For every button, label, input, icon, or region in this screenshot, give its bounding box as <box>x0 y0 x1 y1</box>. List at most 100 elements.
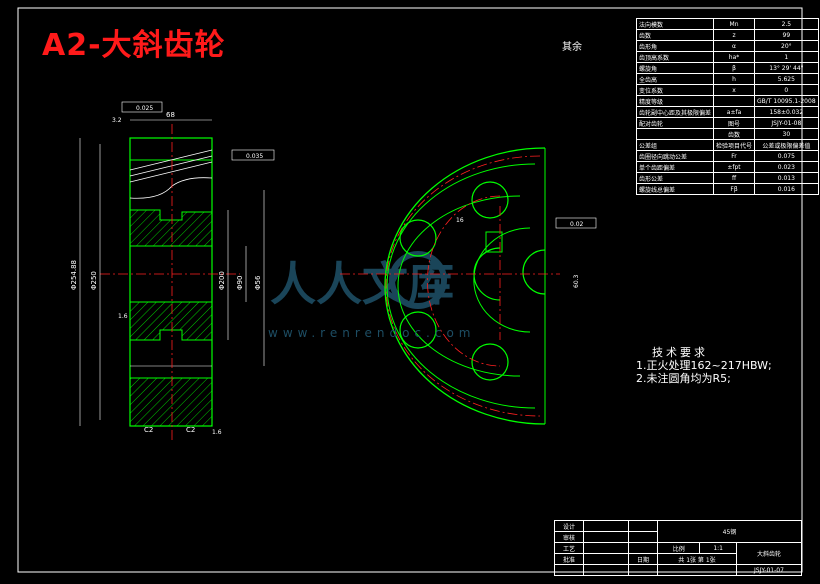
param-symbol: β <box>713 62 756 74</box>
roughness-bottom: 1.6 <box>212 429 222 436</box>
rest-roughness-label: 其余 <box>562 42 582 53</box>
param-value: JSJY-01-08 <box>754 117 819 129</box>
param-symbol: z <box>713 29 756 41</box>
tb-scale-label: 比例 <box>656 542 701 554</box>
param-symbol: Fr <box>713 150 756 162</box>
hole-5 <box>522 249 546 295</box>
param-value: 0.016 <box>754 183 819 195</box>
tolerance-frame-3 <box>555 217 597 229</box>
param-symbol: x <box>713 84 756 96</box>
param-symbol: ±fpt <box>713 161 756 173</box>
tb-sheet: 共 1张 第 1张 <box>657 553 737 565</box>
param-name: 齿顶高系数 <box>635 51 715 63</box>
param-row: 公差组检验项目代号公差或极限偏差值 <box>635 139 819 151</box>
tb-check: 审核 <box>554 531 584 543</box>
web-circle <box>397 195 521 377</box>
watermark-circle <box>389 251 447 309</box>
param-value: 0.075 <box>754 150 819 162</box>
tolerance-frame-1 <box>121 101 163 113</box>
hole-1 <box>399 219 437 257</box>
chamfer-2: C2 <box>186 426 195 434</box>
dim-pitch: Φ250 <box>90 271 98 290</box>
param-symbol <box>713 95 756 107</box>
dim-face-width: 68 <box>166 111 175 119</box>
dim-od: Φ254.88 <box>70 260 78 290</box>
tb-material: 45钢 <box>657 520 802 543</box>
bottom-rim <box>129 377 213 427</box>
param-value: 公差或极限偏差值 <box>754 139 819 151</box>
param-value: 0 <box>754 84 819 96</box>
keyway <box>485 231 503 253</box>
param-value: GB/T 10095.1-2008 <box>754 95 819 107</box>
param-symbol: α <box>713 40 756 52</box>
dim-hub: Φ90 <box>236 276 244 290</box>
tb-drawing-no: JSJY-01-07 <box>735 564 803 576</box>
param-name: 单个齿距偏差 <box>635 161 715 173</box>
param-name: 公差组 <box>635 139 715 151</box>
hub-circle <box>473 227 531 333</box>
param-value: 0.023 <box>754 161 819 173</box>
tolerance-frame-2 <box>231 149 275 161</box>
param-name: 齿轮副中心距及其极限偏差 <box>635 106 715 118</box>
roughness-left: 1.6 <box>118 313 128 320</box>
param-name: 法向模数 <box>635 18 715 30</box>
param-symbol: Mn <box>713 18 756 30</box>
param-value: 13° 29' 44" <box>754 62 819 74</box>
web-section-top <box>129 209 213 247</box>
param-name: 螺旋角 <box>635 62 715 74</box>
param-value: 20° <box>754 40 819 52</box>
tb-date: 日期 <box>628 553 658 565</box>
sheet-border <box>17 7 803 573</box>
param-value: 0.013 <box>754 172 819 184</box>
param-name: 全齿高 <box>635 73 715 85</box>
param-name: 齿圈径向跳动公差 <box>635 150 715 162</box>
tol-sym: 0.02 <box>570 221 584 228</box>
dim-keyway-depth: 60.3 <box>573 274 580 288</box>
param-symbol: 图号 <box>713 117 756 129</box>
chamfer-1: C2 <box>144 426 153 434</box>
top-tooth-band <box>129 137 213 161</box>
tech-item-2: 2.未注圆角均为R5; <box>636 372 731 385</box>
section-view: Φ254.88 Φ250 Φ200 Φ90 Φ56 68 0.025 0.035… <box>70 101 275 440</box>
tol-radial: 0.035 <box>246 153 263 160</box>
tb-approve: 批准 <box>554 553 584 565</box>
param-name: 配对齿轮 <box>635 117 715 129</box>
dim-bore: Φ56 <box>254 275 262 290</box>
hole-4 <box>471 343 509 381</box>
tb-scale-value: 1:1 <box>699 542 737 554</box>
param-symbol: ff <box>713 172 756 184</box>
param-name <box>635 128 715 140</box>
param-name: 螺旋线总偏差 <box>635 183 715 195</box>
param-value: 5.625 <box>754 73 819 85</box>
tb-design: 设计 <box>554 520 584 532</box>
drawing-title: A2-大斜齿轮 <box>42 28 226 63</box>
hole-3 <box>471 181 509 219</box>
param-value: 99 <box>754 29 819 41</box>
tol-runout: 0.025 <box>136 105 153 112</box>
watermark-logo-text: 人人文库 <box>270 257 454 311</box>
dim-keyway-width: 16 <box>456 217 464 224</box>
param-name: 齿形角 <box>635 40 715 52</box>
param-value: 2.5 <box>754 18 819 30</box>
hole-2 <box>399 311 437 349</box>
front-view: 16 60.3 0.02 <box>340 147 597 425</box>
web-section-bottom <box>129 301 213 341</box>
param-symbol: 齿数 <box>713 128 756 140</box>
param-symbol: a±fa <box>713 106 756 118</box>
param-symbol: ha* <box>713 51 756 63</box>
param-value: 1 <box>754 51 819 63</box>
